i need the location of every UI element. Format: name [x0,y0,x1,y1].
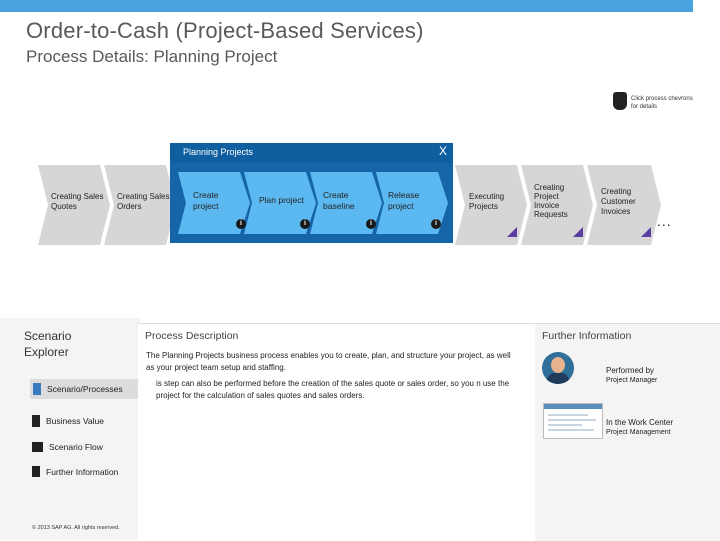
chevron-creating-sales-quotes[interactable] [38,165,110,245]
performed-by-label: Performed by [606,366,655,375]
sidebar-item-label: Business Value [46,416,104,426]
chevron-label-executing-projects: Executing Projects [469,192,505,211]
process-description-title: Process Description [145,330,239,342]
copyright-notice: © 2013 SAP AG. All rights reserved. [32,525,120,531]
chevron-creating-customer-invoices[interactable] [587,165,661,245]
step-label-release-project: Release project [388,190,420,211]
step-label-create-project: Create project [193,190,219,211]
group-header-planning-projects[interactable]: Planning Projects X [170,143,453,163]
click-hint-text: Click process chevrons for details [631,96,693,110]
sidebar-title-line: Explorer [24,345,69,359]
group-title: Planning Projects [183,147,254,157]
chevron-creating-project-invoice-requests[interactable] [521,165,593,245]
process-description-text-2: is step can also be performed before the… [156,379,510,400]
screenshot-line [548,424,582,426]
chevron-label-invoice-requests: Creating Project Invoice Requests [534,183,568,219]
info-icon[interactable]: i [300,219,310,229]
further-information-title: Further Information [542,330,632,342]
chevron-label-sales-quotes: Creating Sales Quotes [51,192,104,211]
process-chevrons-pre [38,165,176,245]
sidebar-item-label: Scenario/Processes [47,384,123,394]
info-icon [32,466,40,477]
page-title: Order-to-Cash (Project-Based Services) [26,18,424,43]
marker-triangle [641,227,651,237]
chevron-create-project[interactable] [178,172,250,234]
step-label-create-baseline: Create baseline [323,190,355,211]
chevron-release-project[interactable] [376,172,448,234]
scenario-explorer-sidebar [0,318,139,540]
processes-icon [33,383,41,395]
screenshot-line [548,414,588,416]
sidebar-item-further-information[interactable]: Further Information [32,466,118,477]
screenshot-header-bar [544,404,602,409]
screenshot-line [548,429,594,431]
chevron-label-customer-invoices: Creating Customer Invoices [601,187,636,216]
avatar-body [547,373,569,384]
chevron-executing-projects[interactable] [455,165,527,245]
avatar-face [551,357,565,373]
work-center-label: In the Work Center [606,418,673,427]
step-label-plan-project: Plan project [259,195,304,205]
sidebar-item-scenario-flow[interactable]: Scenario Flow [32,442,103,452]
chevron-plan-project[interactable] [244,172,316,234]
more-steps-indicator[interactable]: ... [657,213,672,229]
process-chevrons-group [178,172,448,234]
marker-triangle [507,227,517,237]
scenario-flow-icon [32,442,43,452]
avatar [542,352,574,384]
process-chevrons-post [455,165,661,245]
close-group-button[interactable]: X [438,144,447,158]
process-description-pane [138,323,534,541]
screenshot-line [548,419,596,421]
info-icon[interactable]: i [236,219,246,229]
pointer-hand-icon [613,92,627,110]
chevron-creating-sales-orders[interactable] [104,165,176,245]
process-description-text: The Planning Projects business process e… [146,351,511,372]
business-value-icon [32,415,40,427]
performed-by-value: Project Manager [606,377,658,384]
page-subtitle: Process Details: Planning Project [26,47,278,66]
work-center-screenshot [543,403,603,439]
click-hint: Click process chevrons for details [613,92,701,111]
info-icon[interactable]: i [431,219,441,229]
sidebar-item-business-value[interactable]: Business Value [32,415,104,427]
work-center-value: Project Management [606,429,671,436]
info-icon[interactable]: i [366,219,376,229]
chevron-label-sales-orders: Creating Sales Orders [117,192,170,211]
marker-triangle [573,227,583,237]
sidebar-item-scenario-processes[interactable]: Scenario/Processes [30,379,139,399]
sidebar-item-label: Further Information [46,466,119,477]
sidebar-title-line: Scenario [24,329,72,343]
chevron-create-baseline[interactable] [310,172,382,234]
top-accent-bar [0,0,693,12]
scenario-explorer-title: Scenario Explorer [24,328,71,360]
sidebar-item-label: Scenario Flow [49,442,103,452]
